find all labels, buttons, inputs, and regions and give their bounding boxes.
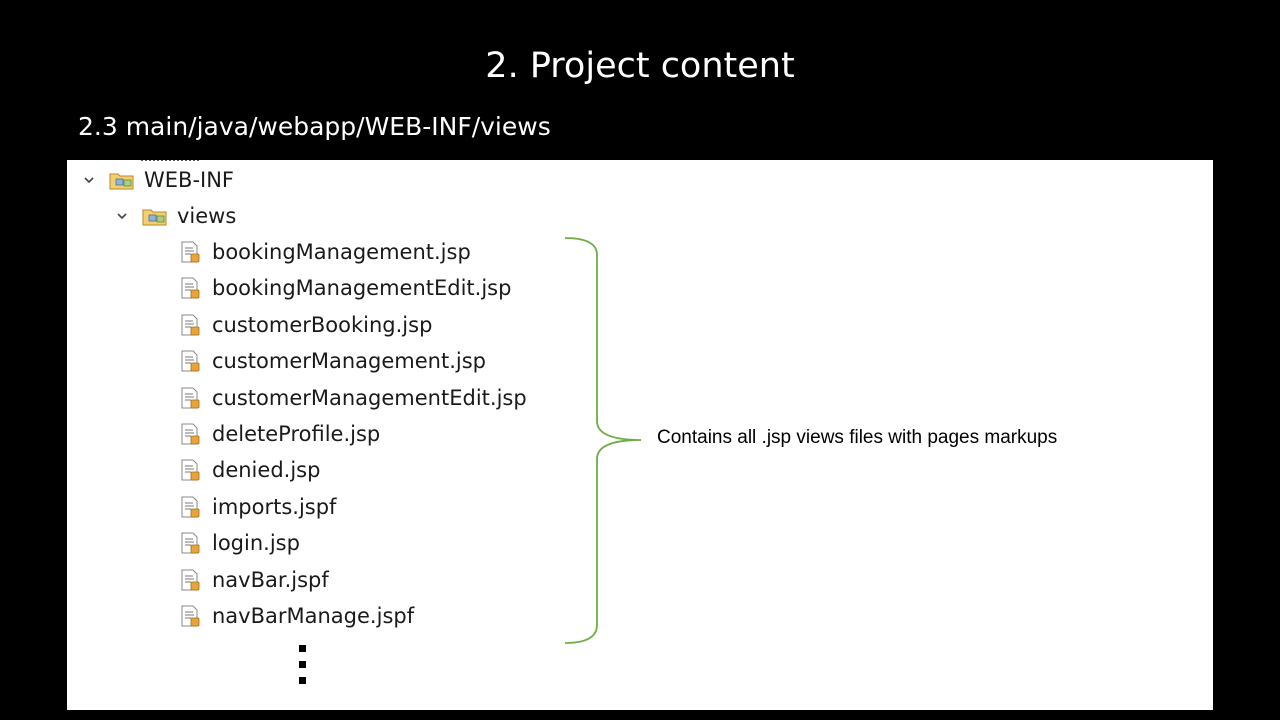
tree-item-file[interactable]: navBarManage.jspf (181, 598, 414, 634)
jsp-file-icon (181, 532, 200, 553)
tree-item-views[interactable]: views (116, 198, 236, 234)
tree-item-label: customerManagementEdit.jsp (212, 386, 527, 410)
tree-item-file[interactable]: deleteProfile.jsp (181, 416, 380, 452)
jsp-file-icon (181, 387, 200, 408)
jsp-file-icon (181, 350, 200, 371)
curly-brace-annotation (564, 237, 642, 644)
tree-item-web-inf[interactable]: WEB-INF (83, 162, 234, 198)
tree-item-file[interactable]: customerManagementEdit.jsp (181, 380, 527, 416)
tree-item-label: views (177, 204, 237, 228)
jsp-file-icon (181, 459, 200, 480)
vertical-ellipsis-icon (299, 645, 306, 684)
tree-item-file[interactable]: customerManagement.jsp (181, 343, 486, 379)
jsp-file-icon (181, 569, 200, 590)
tree-item-label: WEB-INF (144, 168, 234, 192)
tree-item-label: bookingManagement.jsp (212, 240, 471, 264)
tree-item-file[interactable]: login.jsp (181, 525, 300, 561)
tree-item-file[interactable]: bookingManagement.jsp (181, 234, 471, 270)
tree-item-file[interactable]: customerBooking.jsp (181, 307, 432, 343)
jsp-file-icon (181, 277, 200, 298)
jsp-file-icon (181, 605, 200, 626)
tree-item-label: customerManagement.jsp (212, 349, 487, 373)
project-explorer-screenshot: WEB-INF views bookingManagement.jsp book… (67, 160, 1213, 710)
tree-item-label: login.jsp (212, 531, 300, 555)
chevron-down-icon[interactable] (83, 174, 95, 186)
slide-subtitle: 2.3 main/java/webapp/WEB-INF/views (78, 112, 551, 141)
annotation-text: Contains all .jsp views files with pages… (657, 427, 1058, 448)
tree-item-file[interactable]: imports.jspf (181, 489, 336, 525)
jsp-file-icon (181, 241, 200, 262)
tree-item-label: customerBooking.jsp (212, 313, 433, 337)
jsp-file-icon (181, 496, 200, 517)
tree-item-label: deleteProfile.jsp (212, 422, 381, 446)
tree-item-file[interactable]: bookingManagementEdit.jsp (181, 270, 511, 306)
package-folder-icon (142, 209, 167, 226)
tree-item-label: navBarManage.jspf (212, 604, 415, 628)
tree-item-label: imports.jspf (212, 495, 337, 519)
tree-item-file[interactable]: denied.jsp (181, 452, 320, 488)
tree-item-label: bookingManagementEdit.jsp (212, 276, 512, 300)
slide-title: 2. Project content (485, 46, 795, 86)
jsp-file-icon (181, 423, 200, 444)
package-folder-icon (109, 173, 134, 190)
tree-item-file[interactable]: navBar.jspf (181, 562, 329, 598)
tree-item-label: denied.jsp (212, 458, 321, 482)
jsp-file-icon (181, 314, 200, 335)
tree-item-label: navBar.jspf (212, 568, 329, 592)
chevron-down-icon[interactable] (116, 210, 128, 222)
truncated-row-edge (141, 160, 199, 164)
